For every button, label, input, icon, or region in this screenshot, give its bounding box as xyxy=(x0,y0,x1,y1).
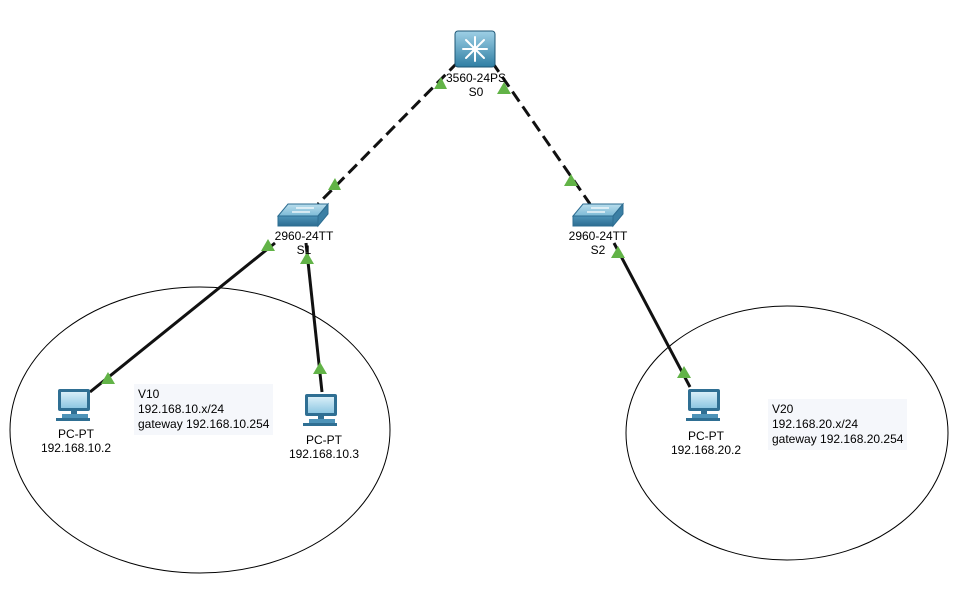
link-status-up-icon xyxy=(497,82,511,94)
pc2-type: PC-PT xyxy=(306,433,342,447)
vlan10-name: V10 xyxy=(138,387,160,401)
link-status-up-icon xyxy=(564,174,578,186)
links xyxy=(89,60,692,394)
vlan10-gateway: gateway 192.168.10.254 xyxy=(138,417,270,431)
s2-model: 2960-24TT xyxy=(568,229,628,243)
link-s0-s1[interactable] xyxy=(316,60,460,206)
link-status-up-icon xyxy=(313,362,327,374)
pc3-icon[interactable] xyxy=(686,389,720,421)
pc3-ip: 192.168.20.2 xyxy=(670,443,742,457)
link-s0-s2[interactable] xyxy=(490,61,592,205)
pc1-ip: 192.168.10.2 xyxy=(40,441,112,455)
link-status-indicators xyxy=(101,77,691,384)
s1-label: 2960-24TT S1 xyxy=(256,229,352,257)
pc2-ip: 192.168.10.3 xyxy=(288,447,360,461)
link-status-up-icon xyxy=(101,372,115,384)
s2-label: 2960-24TT S2 xyxy=(550,229,646,257)
s2-name: S2 xyxy=(590,243,606,257)
s0-model: 3560-24PS xyxy=(445,71,507,85)
link-status-up-icon xyxy=(300,252,314,264)
link-status-up-icon xyxy=(434,77,447,89)
switch-s2-icon[interactable] xyxy=(571,202,625,228)
s0-label: 3560-24PS S0 xyxy=(428,71,524,99)
link-s2-pc3[interactable] xyxy=(612,242,692,388)
vlan10-area-ellipse xyxy=(9,286,391,574)
link-status-up-icon xyxy=(677,366,691,378)
pc3-type: PC-PT xyxy=(688,429,724,443)
s1-model: 2960-24TT xyxy=(274,229,334,243)
switch-s1-icon[interactable] xyxy=(276,202,330,228)
link-status-up-icon xyxy=(328,178,341,190)
pc1-type: PC-PT xyxy=(58,427,94,441)
link-status-up-icon xyxy=(261,239,275,251)
pc2-icon[interactable] xyxy=(303,394,337,426)
vlan10-subnet: 192.168.10.x/24 xyxy=(138,402,225,416)
vlan20-note[interactable]: V20 192.168.20.x/24 gateway 192.168.20.2… xyxy=(768,399,908,450)
multilayer-switch-s0-icon[interactable] xyxy=(454,30,496,68)
pc2-label: PC-PT 192.168.10.3 xyxy=(276,433,372,461)
pc3-label: PC-PT 192.168.20.2 xyxy=(658,429,754,457)
pc1-label: PC-PT 192.168.10.2 xyxy=(28,427,124,455)
vlan20-gateway: gateway 192.168.20.254 xyxy=(772,432,904,446)
vlan20-subnet: 192.168.20.x/24 xyxy=(772,417,859,431)
link-status-up-icon xyxy=(611,246,625,258)
vlan20-area-ellipse xyxy=(625,305,949,561)
vlan20-name: V20 xyxy=(772,402,794,416)
s0-name: S0 xyxy=(468,85,484,99)
s1-name: S1 xyxy=(296,243,312,257)
pc1-icon[interactable] xyxy=(56,389,90,421)
link-s1-pc1[interactable] xyxy=(89,241,276,394)
vlan10-note[interactable]: V10 192.168.10.x/24 gateway 192.168.10.2… xyxy=(134,384,274,435)
